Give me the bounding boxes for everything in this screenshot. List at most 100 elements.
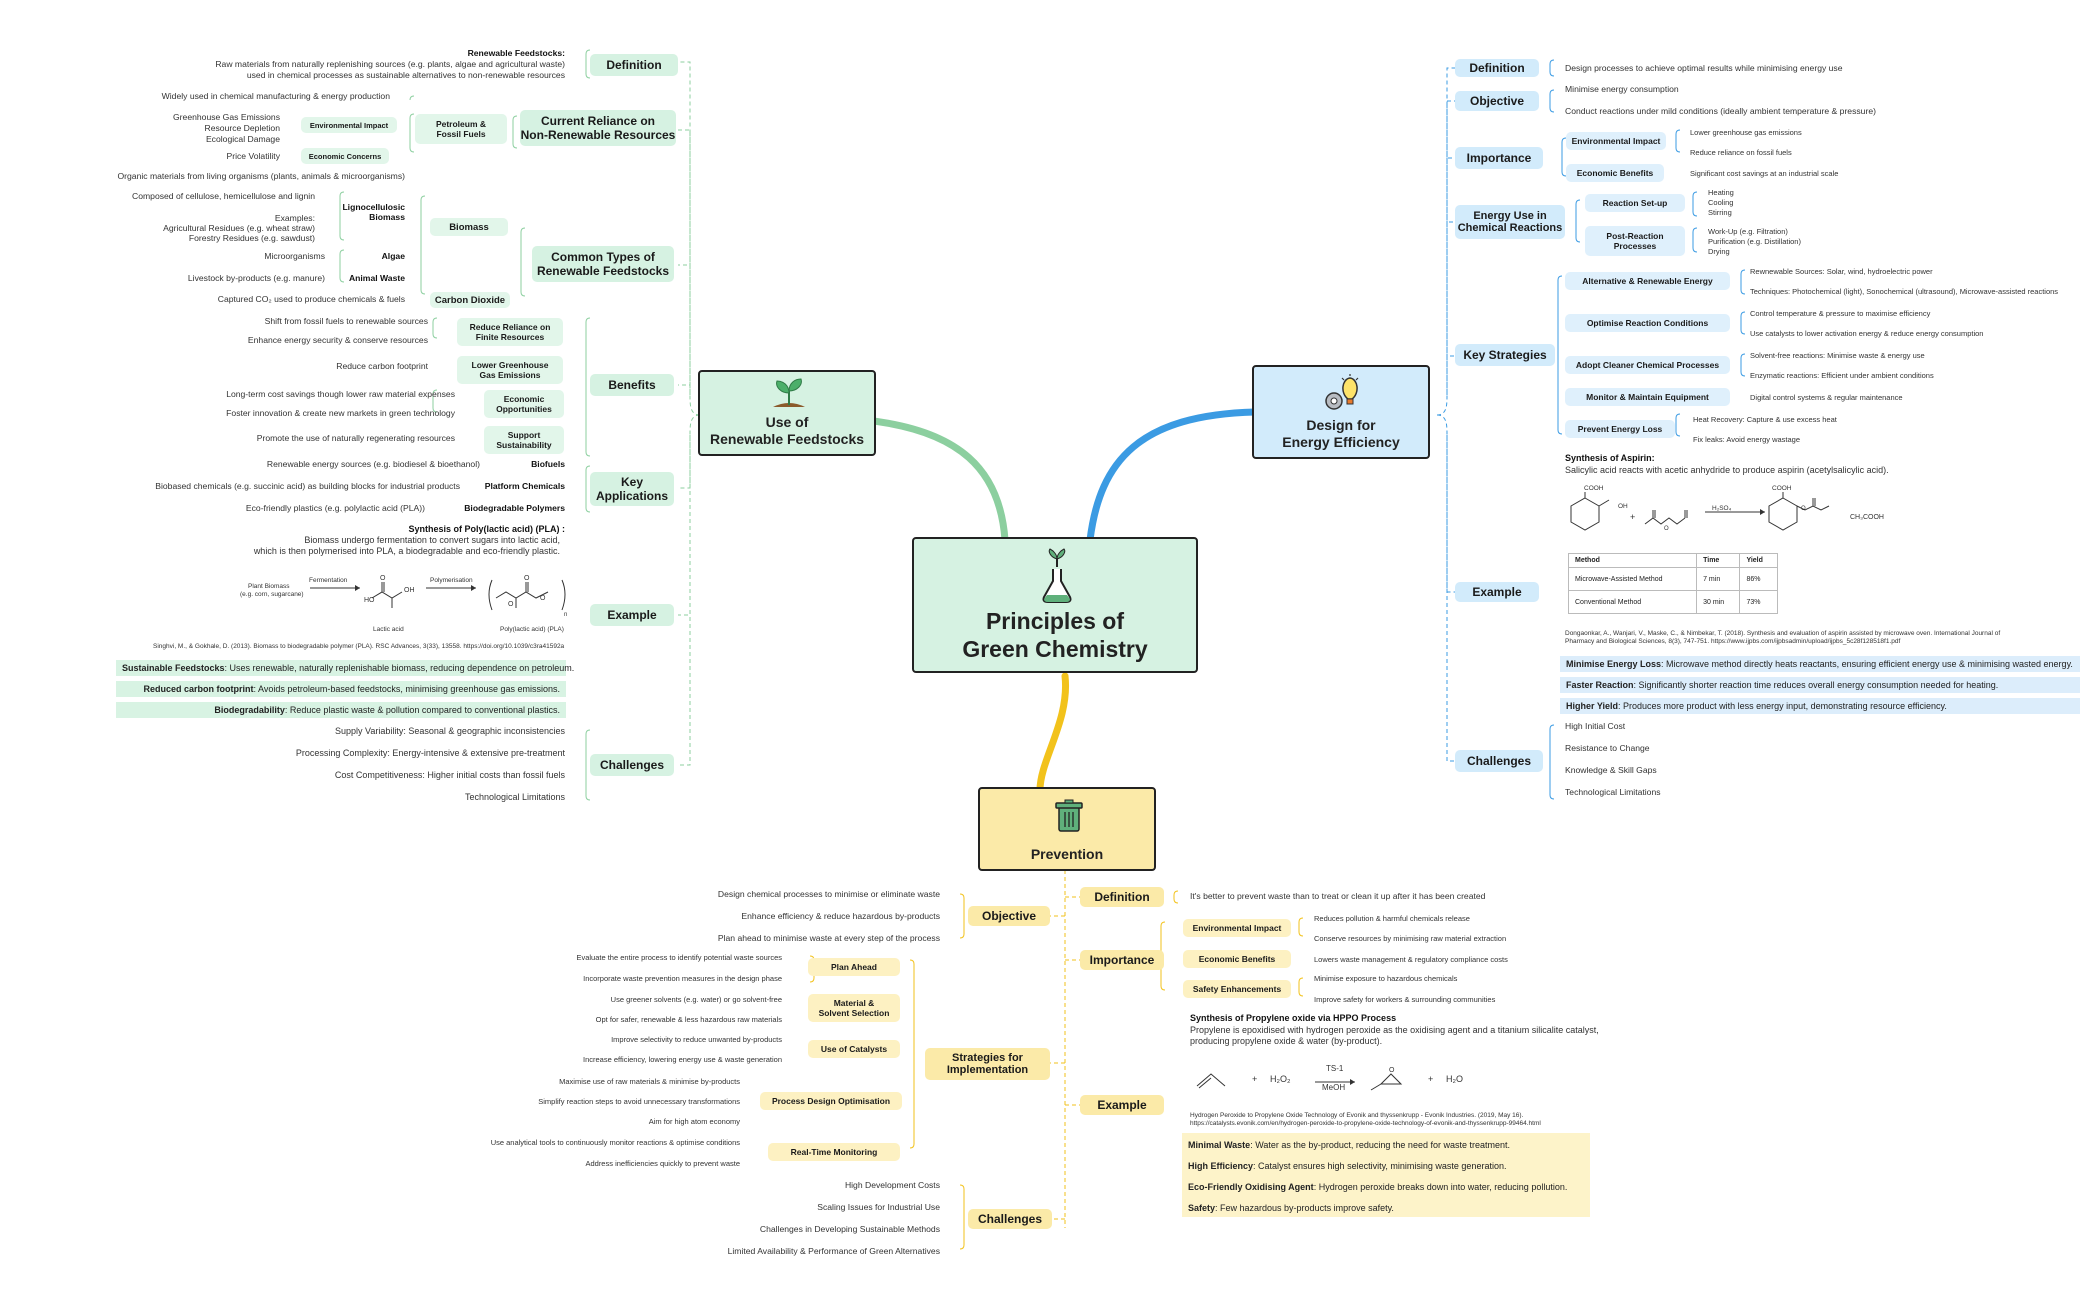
aspirin-byproduct: CH₃COOH <box>1850 514 1884 521</box>
lower-ghg-node[interactable]: Lower Greenhouse Gas Emissions <box>457 356 563 384</box>
ghg-line1: Lower Greenhouse <box>471 360 549 370</box>
ligno-line1: Lignocellulosic <box>342 202 405 212</box>
p-env-0: Reduces pollution & harmful chemicals re… <box>1314 914 1470 923</box>
pla-plant: Plant Biomass <box>248 583 290 590</box>
energy-objective-node[interactable]: Objective <box>1455 91 1539 111</box>
process-item-1: Simplify reaction steps to avoid unneces… <box>538 1097 740 1106</box>
strategy-node-3[interactable]: Monitor & Maintain Equipment <box>1565 388 1730 406</box>
aspirin-ref-1: Dongaonkar, A., Wanjari, V., Maske, C., … <box>1565 630 2001 637</box>
strat-impl-line2: Implementation <box>946 1064 1029 1076</box>
reaction-setup-node[interactable]: Reaction Set-up <box>1585 194 1685 212</box>
hppo-hl-2-text: : Hydrogen peroxide breaks down into wat… <box>1313 1182 1568 1192</box>
reduce-line1: Reduce Reliance on <box>469 322 551 332</box>
feedstocks-example-node[interactable]: Example <box>590 604 674 626</box>
energy-importance-node[interactable]: Importance <box>1455 147 1543 169</box>
pla-ferm: Fermentation <box>309 577 348 584</box>
hppo-plus-2: + <box>1428 1074 1434 1084</box>
strategies-implementation-node[interactable]: Strategies for Implementation <box>925 1048 1050 1080</box>
process-item-2: Aim for high atom economy <box>648 1117 740 1126</box>
reduce-line2: Finite Resources <box>475 332 545 342</box>
post-reaction-node[interactable]: Post-Reaction Processes <box>1585 226 1685 256</box>
econ-opp-item-0: Long-term cost savings though lower raw … <box>226 389 455 399</box>
aspirin-oh: OH <box>1618 503 1628 510</box>
strat-impl-line1: Strategies for <box>952 1052 1023 1064</box>
energy-use-node[interactable]: Energy Use in Chemical Reactions <box>1455 205 1565 239</box>
prevention-definition-node[interactable]: Definition <box>1080 887 1164 907</box>
energy-example-node[interactable]: Example <box>1455 582 1539 602</box>
econ-opp-node[interactable]: Economic Opportunities <box>484 390 564 418</box>
post-line1: Post-Reaction <box>1606 231 1664 241</box>
strategy-4-desc-1: Fix leaks: Avoid energy wastage <box>1693 435 1801 444</box>
petroleum-widely-used: Widely used in chemical manufacturing & … <box>161 91 390 101</box>
app-desc-0: Renewable energy sources (e.g. biodiesel… <box>266 459 480 469</box>
algae-label: Algae <box>381 251 405 261</box>
ghg-item: Reduce carbon footprint <box>336 361 428 371</box>
topic-renewable-feedstocks[interactable]: Use of Renewable Feedstocks <box>698 370 876 456</box>
aspirin-highlight-0: Minimise Energy Loss: Microwave method d… <box>1560 656 2080 672</box>
p-econ-node[interactable]: Economic Benefits <box>1183 950 1291 968</box>
asp-hl-0-bold: Minimise Energy Loss <box>1566 659 1662 669</box>
catalysts-node[interactable]: Use of Catalysts <box>808 1040 900 1058</box>
energy-env-node[interactable]: Environmental Impact <box>1566 132 1666 150</box>
support-sust-node[interactable]: Support Sustainability <box>484 426 564 454</box>
ligno-example-2: Forestry Residues (e.g. sawdust) <box>188 233 315 243</box>
strategy-4-desc-0: Heat Recovery: Capture & use excess heat <box>1693 415 1837 424</box>
reduce-reliance-node[interactable]: Reduce Reliance on Finite Resources <box>457 318 563 346</box>
strategy-node-1[interactable]: Optimise Reaction Conditions <box>1565 314 1730 332</box>
reliance-label-line1: Current Reliance on <box>540 114 656 128</box>
feedstocks-types-node[interactable]: Common Types of Renewable Feedstocks <box>532 246 674 282</box>
central-title-line1: Principles of <box>985 608 1125 634</box>
econ-concerns-node[interactable]: Economic Concerns <box>301 148 389 164</box>
central-topic[interactable]: Principles of Green Chemistry <box>912 537 1198 673</box>
asp-hl-0-text: : Microwave method directly heats reacta… <box>1661 659 2073 669</box>
pla-lactic: Lactic acid <box>373 626 404 633</box>
strategy-0-desc-0: Rewnewable Sources: Solar, wind, hydroel… <box>1750 267 1933 276</box>
th-yield: Yield <box>1739 553 1778 568</box>
feedstocks-definition-node[interactable]: Definition <box>590 54 678 76</box>
topic-energy-efficiency[interactable]: Design for Energy Efficiency <box>1252 365 1430 459</box>
hppo-hl-0-text: : Water as the by-product, reducing the … <box>1250 1140 1510 1150</box>
svg-text:OH: OH <box>404 587 415 594</box>
material-solvent-node[interactable]: Material & Solvent Selection <box>808 994 900 1022</box>
prevention-importance-node[interactable]: Importance <box>1080 950 1164 970</box>
strategy-1-desc-1: Use catalysts to lower activation energy… <box>1750 329 1984 338</box>
feedstocks-applications-node[interactable]: Key Applications <box>590 472 674 506</box>
realtime-node[interactable]: Real-Time Monitoring <box>768 1143 900 1161</box>
strategy-node-2[interactable]: Adopt Cleaner Chemical Processes <box>1565 356 1730 374</box>
feedstocks-title-line2: Renewable Feedstocks <box>709 431 865 447</box>
pla-hl-0-bold: Sustainable Feedstocks <box>122 663 225 673</box>
app-desc-1: Biobased chemicals (e.g. succinic acid) … <box>155 481 460 491</box>
prevention-example-node[interactable]: Example <box>1080 1095 1164 1115</box>
topic-prevention[interactable]: Prevention <box>978 787 1156 871</box>
feedstocks-benefits-node[interactable]: Benefits <box>590 374 674 396</box>
prevention-challenges-node[interactable]: Challenges <box>968 1209 1052 1229</box>
process-design-node[interactable]: Process Design Optimisation <box>760 1092 902 1110</box>
prevention-objective-node[interactable]: Objective <box>968 906 1050 926</box>
hppo-line1: Propylene is epoxidised with hydrogen pe… <box>1190 1025 1599 1035</box>
p-safety-node[interactable]: Safety Enhancements <box>1183 980 1291 998</box>
plan-ahead-node[interactable]: Plan Ahead <box>808 958 900 976</box>
biomass-organic: Organic materials from living organisms … <box>117 171 405 181</box>
petroleum-node[interactable]: Petroleum & Fossil Fuels <box>415 114 507 144</box>
hppo-line2: producing propylene oxide & water (by-pr… <box>1190 1036 1383 1046</box>
energy-econ-node[interactable]: Economic Benefits <box>1566 164 1664 182</box>
strategy-node-0[interactable]: Alternative & Renewable Energy <box>1565 272 1730 290</box>
aspirin-comparison-table: Method Time Yield Microwave-Assisted Met… <box>1567 553 1778 614</box>
pla-line1: Biomass undergo fermentation to convert … <box>304 535 560 545</box>
energy-challenges-node[interactable]: Challenges <box>1455 750 1543 772</box>
aspirin-ref-2: Pharmacy and Biological Sciences, 8(3), … <box>1565 638 1901 645</box>
env-impact-node[interactable]: Environmental Impact <box>301 117 397 133</box>
co2-node[interactable]: Carbon Dioxide <box>430 292 510 308</box>
table-row: Microwave-Assisted Method 7 min 86% <box>1567 567 1778 591</box>
algae-micro: Microorganisms <box>264 251 325 261</box>
feedstocks-reliance-node[interactable]: Current Reliance on Non-Renewable Resour… <box>520 110 676 146</box>
feedstocks-challenges-node[interactable]: Challenges <box>590 754 674 776</box>
energy-definition-node[interactable]: Definition <box>1455 59 1539 77</box>
strategy-node-4[interactable]: Prevent Energy Loss <box>1565 420 1675 438</box>
hppo-ref-1: Hydrogen Peroxide to Propylene Oxide Tec… <box>1190 1112 1524 1119</box>
pla-hl-1-text: : Avoids petroleum-based feedstocks, min… <box>253 684 561 694</box>
key-strategies-node[interactable]: Key Strategies <box>1455 344 1555 366</box>
biomass-node[interactable]: Biomass <box>430 218 508 236</box>
p-env-node[interactable]: Environmental Impact <box>1183 919 1291 937</box>
